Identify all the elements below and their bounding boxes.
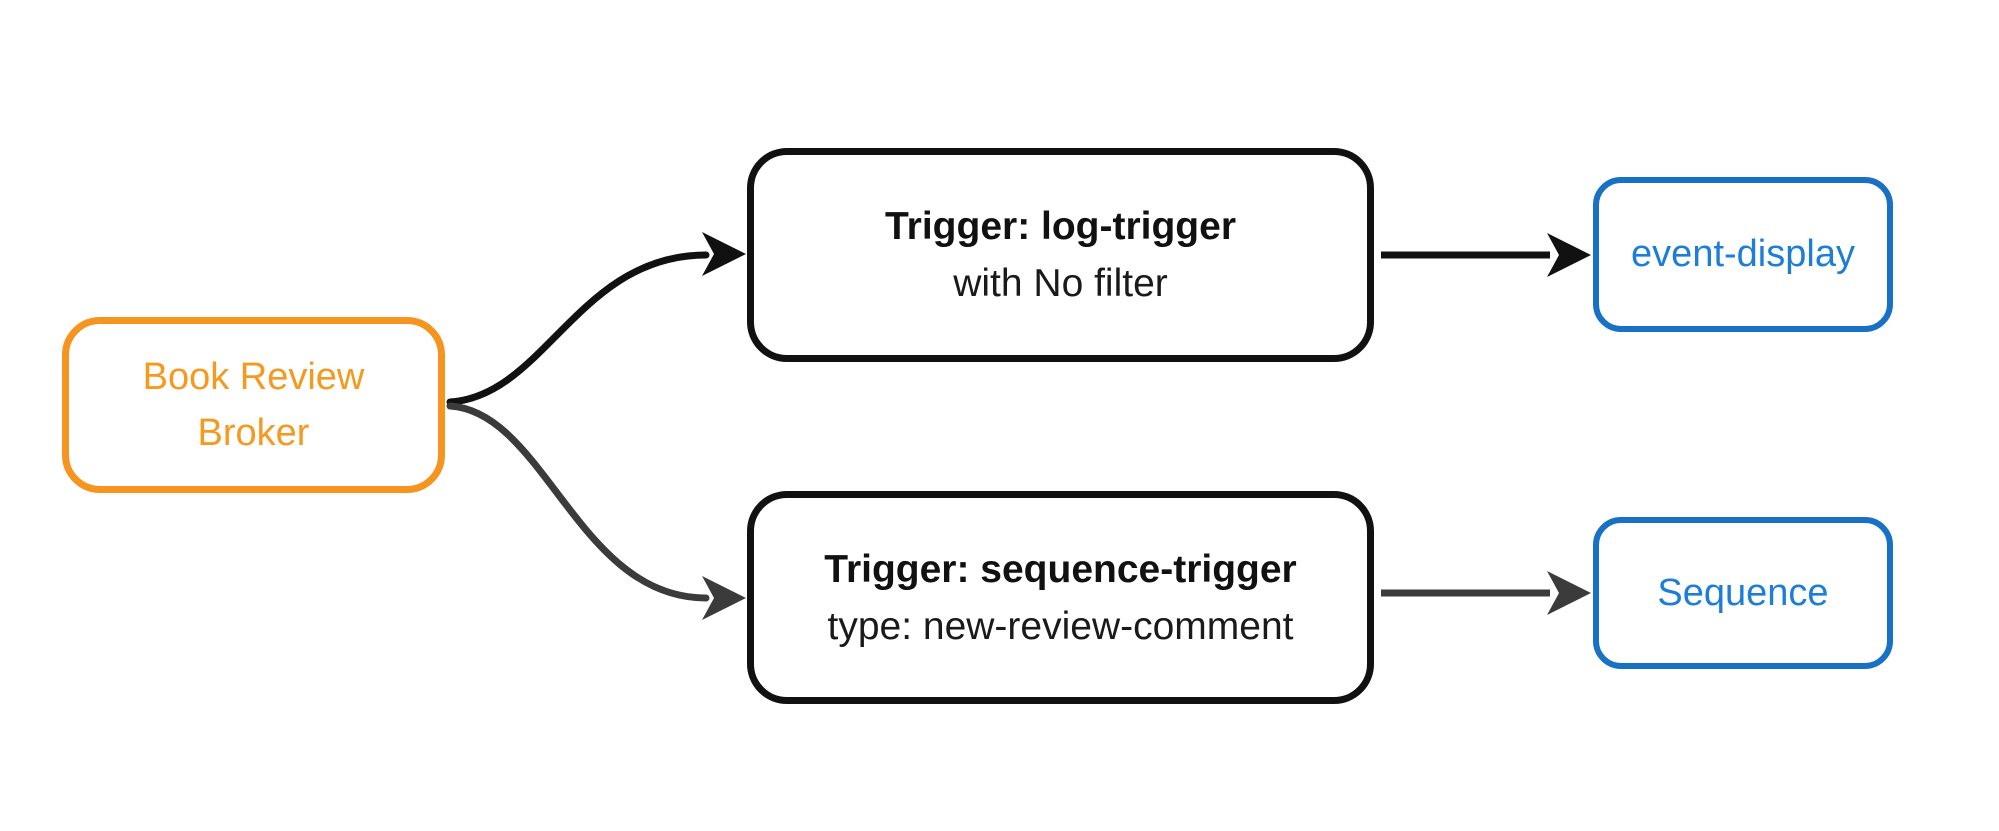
node-trigger-log-subtitle: with No filter [953, 262, 1168, 305]
node-book-review-broker: Book Review Broker [62, 317, 445, 493]
arrowhead-log-trigger-to-event-display [1547, 233, 1591, 277]
node-book-review-broker-label: Book Review Broker [142, 356, 365, 454]
node-trigger-sequence-title: Trigger: sequence-trigger [824, 547, 1297, 591]
node-sequence-label: Sequence [1657, 571, 1829, 614]
node-event-display: event-display [1593, 177, 1893, 332]
node-trigger-log: Trigger: log-trigger with No filter [747, 148, 1374, 362]
node-trigger-sequence: Trigger: sequence-trigger type: new-revi… [747, 491, 1374, 704]
edge-broker-to-log-trigger [446, 251, 710, 406]
arrowhead-broker-to-sequence-trigger [702, 576, 746, 620]
node-event-display-label: event-display [1631, 233, 1855, 275]
arrowhead-sequence-trigger-to-sequence [1547, 571, 1591, 615]
node-trigger-sequence-subtitle: type: new-review-comment [827, 604, 1294, 648]
node-trigger-log-title: Trigger: log-trigger [885, 205, 1236, 248]
arrowhead-broker-to-log-trigger [702, 232, 746, 276]
edge-broker-to-sequence-trigger [446, 402, 710, 602]
node-sequence: Sequence [1593, 517, 1893, 669]
